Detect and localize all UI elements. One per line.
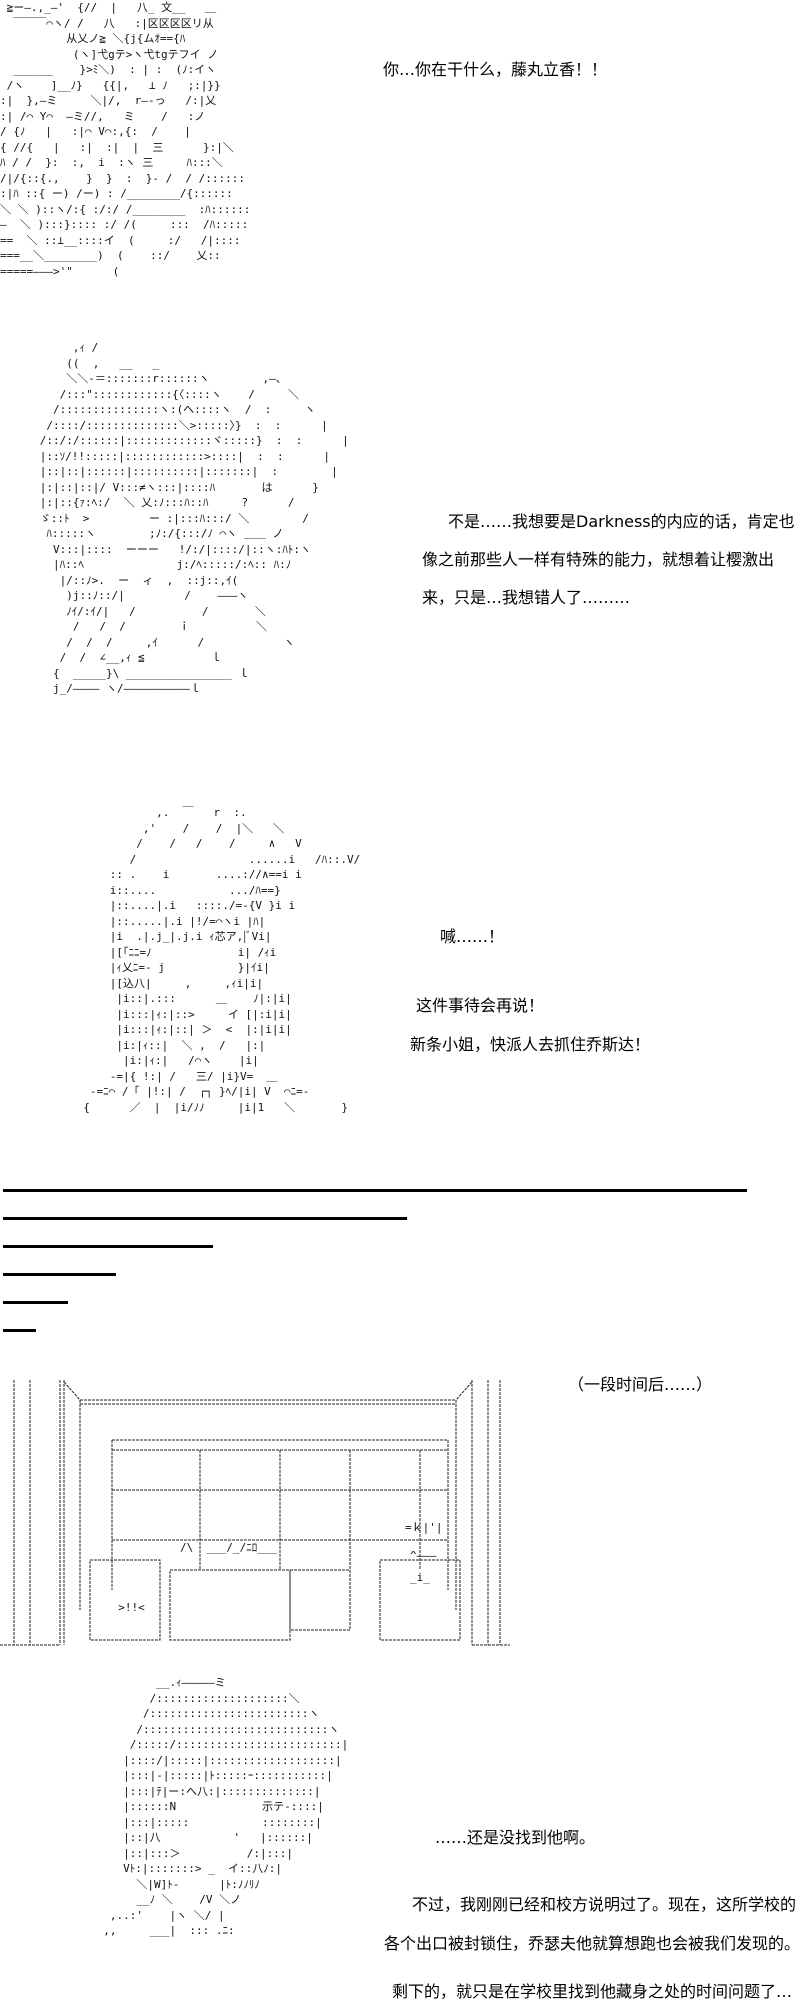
dialogue-line: 像之前那些人一样有特殊的能力，就想着让樱激出: [422, 550, 775, 569]
classroom-ascii-detail: >!!<: [105, 1601, 158, 1614]
separator-line: [3, 1273, 116, 1276]
dialogue-line: 喊……！: [440, 927, 505, 946]
ascii-art-panel-1: ≧ー―.,_―' {// | 八_ 文__ ＿ ￣￣￣⌒ヽ/ / 八 :|区区区…: [0, 1, 251, 278]
dialogue-line: 剩下的，就只是在学校里找到他藏身之处的时间问题了…: [392, 1982, 793, 2001]
dialogue-line: 各个出口被封锁住，乔瑟夫他就算想跑也会被我们发现的。: [384, 1934, 800, 1953]
dialogue-line: 不过，我刚刚已经和校方说明过了。现在，这所学校的: [412, 1895, 797, 1914]
narration-line: （一段时间后……）: [568, 1375, 713, 1394]
classroom-ascii-detail: =ｋ|'|: [405, 1521, 443, 1534]
dialogue-line: 你…你在干什么，藤丸立香！！: [383, 60, 608, 79]
ascii-art-panel-3: ,. ￣ r :. ,' / / |＼ ＼ / / / / ∧ V / ....…: [83, 806, 361, 1114]
separator-line: [3, 1329, 36, 1332]
separator-line: [3, 1189, 747, 1192]
separator-line: [3, 1301, 68, 1304]
dialogue-line: 来，只是…我想错人了………: [422, 588, 631, 607]
ascii-art-panel-5: __.ｨ―――――ミ /::::::::::::::::::::＼ /:::::…: [103, 1676, 349, 1937]
dialogue-line: 不是……我想要是Darkness的内应的话，肯定也: [448, 512, 795, 531]
classroom-illustration: [0, 1380, 510, 1646]
ascii-art-panel-2: ,ｨ / (( , __ _ ＼＼-＝:::::::r::::::ヽ ,―、 /…: [39, 341, 349, 695]
classroom-ascii-detail: /\ ___/_/ﾆﾛ___: [180, 1541, 278, 1554]
dialogue-line: 新条小姐，快派人去抓住乔斯达！: [410, 1035, 651, 1054]
classroom-ascii-detail: _i_: [410, 1571, 430, 1584]
dialogue-line: ……还是没找到他啊。: [435, 1828, 596, 1847]
separator-line: [3, 1245, 213, 1248]
dialogue-line: 这件事待会再说！: [416, 996, 545, 1015]
separator-line: [3, 1217, 407, 1220]
classroom-ascii-detail: ^―――: [410, 1549, 437, 1562]
